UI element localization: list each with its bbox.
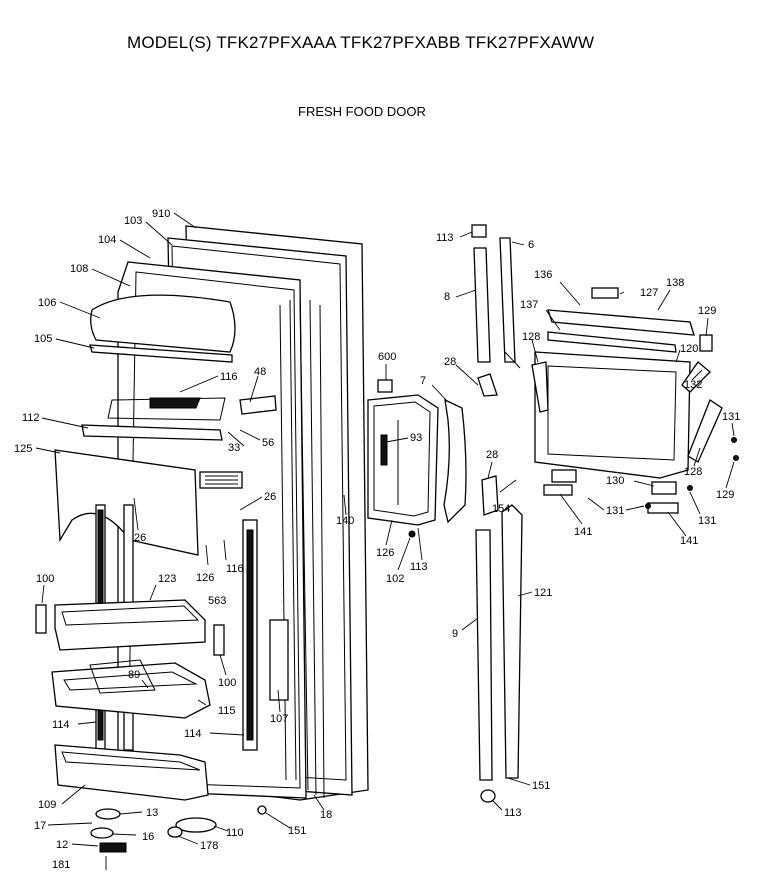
- callout-28-lower: 28: [486, 449, 498, 461]
- callout-100-left: 100: [36, 573, 54, 585]
- callout-115: 115: [218, 705, 236, 717]
- callout-114-left: 114: [52, 719, 70, 731]
- callout-181: 181: [52, 859, 70, 871]
- trim-9: [475, 529, 493, 781]
- callout-12: 12: [56, 839, 68, 851]
- callout-8: 8: [444, 291, 450, 303]
- callout-48: 48: [254, 366, 266, 378]
- callout-17: 17: [34, 820, 46, 832]
- callout-26-right: 26: [264, 491, 276, 503]
- callout-102: 102: [386, 573, 404, 585]
- callout-137: 137: [520, 299, 538, 311]
- callout-128-right: 128: [684, 466, 702, 478]
- dispenser-frame: [367, 394, 439, 526]
- callout-93: 93: [410, 432, 422, 444]
- callout-100-right: 100: [218, 677, 236, 689]
- hinge-parts-bottom: [90, 805, 267, 870]
- callout-120: 120: [680, 343, 698, 355]
- callout-104: 104: [98, 234, 116, 246]
- callout-123: 123: [158, 573, 176, 585]
- callout-563: 563: [208, 595, 226, 607]
- callout-107: 107: [270, 713, 288, 725]
- handle-trim-8: [471, 224, 521, 369]
- callout-151-left: 151: [288, 825, 306, 837]
- callout-16: 16: [142, 831, 154, 843]
- filter-grill: [199, 471, 243, 489]
- callout-141-left: 141: [574, 526, 592, 538]
- callout-129-bottom: 129: [716, 489, 734, 501]
- callout-154: 154: [492, 503, 510, 515]
- callout-112: 112: [22, 412, 40, 424]
- callout-33: 33: [228, 442, 240, 454]
- callout-129-top: 129: [698, 305, 716, 317]
- callout-13: 13: [146, 807, 158, 819]
- section-subtitle: FRESH FOOD DOOR: [298, 104, 426, 119]
- callout-130: 130: [606, 475, 624, 487]
- callout-131-lower: 131: [698, 515, 716, 527]
- part-600: [377, 379, 393, 393]
- callout-labels: 910 103 104 108 106 105 116 48 112 33 56…: [14, 208, 740, 871]
- callout-18: 18: [320, 809, 332, 821]
- callout-28-upper: 28: [444, 356, 456, 368]
- callout-105: 105: [34, 333, 52, 345]
- door-bin-115: [51, 659, 211, 719]
- callout-132: 132: [684, 379, 702, 391]
- callout-108: 108: [70, 263, 88, 275]
- callout-910: 910: [152, 208, 170, 220]
- bracket-28a: [477, 373, 498, 397]
- clip-100-left: [35, 604, 47, 634]
- trim-121: [501, 504, 523, 779]
- callout-116-lower: 116: [226, 563, 244, 575]
- callout-600: 600: [378, 351, 396, 363]
- callout-7: 7: [420, 375, 426, 387]
- callout-116: 116: [220, 371, 238, 383]
- callout-26-left: 26: [134, 532, 146, 544]
- page-title: MODEL(S) TFK27PFXAAA TFK27PFXABB TFK27PF…: [127, 33, 595, 52]
- callout-113-bottom: 113: [504, 807, 522, 819]
- bracket-48: [239, 395, 277, 415]
- ice-door-assembly: [531, 287, 739, 514]
- bracket-28b: [481, 475, 499, 516]
- callout-126-left: 126: [196, 572, 214, 584]
- callout-113-middle: 113: [410, 561, 428, 573]
- callout-131-left: 131: [606, 505, 624, 517]
- callout-125: 125: [14, 443, 32, 455]
- callout-131-right: 131: [722, 411, 740, 423]
- dispenser-cover: [89, 294, 236, 363]
- callout-136: 136: [534, 269, 552, 281]
- screw-102: [408, 530, 416, 538]
- callout-110: 110: [226, 827, 244, 839]
- callout-9: 9: [452, 628, 458, 640]
- callout-56: 56: [262, 437, 274, 449]
- callout-126-middle: 126: [376, 547, 394, 559]
- door-handle: [443, 398, 467, 524]
- callout-151-right: 151: [532, 780, 550, 792]
- callout-141-right: 141: [680, 535, 698, 547]
- callout-127: 127: [640, 287, 658, 299]
- leader-lines: [35, 212, 735, 847]
- callout-121: 121: [534, 587, 552, 599]
- callout-6: 6: [528, 239, 534, 251]
- callout-106: 106: [38, 297, 56, 309]
- clip-100-right: [213, 624, 225, 656]
- callout-113-top: 113: [436, 232, 454, 244]
- door-bin-123: [54, 599, 206, 651]
- callout-114-right: 114: [184, 728, 202, 740]
- callout-109: 109: [38, 799, 56, 811]
- callout-103: 103: [124, 215, 142, 227]
- callout-138: 138: [666, 277, 684, 289]
- shelf-rail-112: [81, 424, 223, 441]
- callout-178: 178: [200, 840, 218, 852]
- door-bin-109: [54, 744, 209, 801]
- callout-89: 89: [128, 669, 140, 681]
- cap-113c: [480, 789, 496, 803]
- callout-128-left: 128: [522, 331, 540, 343]
- callout-140: 140: [336, 515, 354, 527]
